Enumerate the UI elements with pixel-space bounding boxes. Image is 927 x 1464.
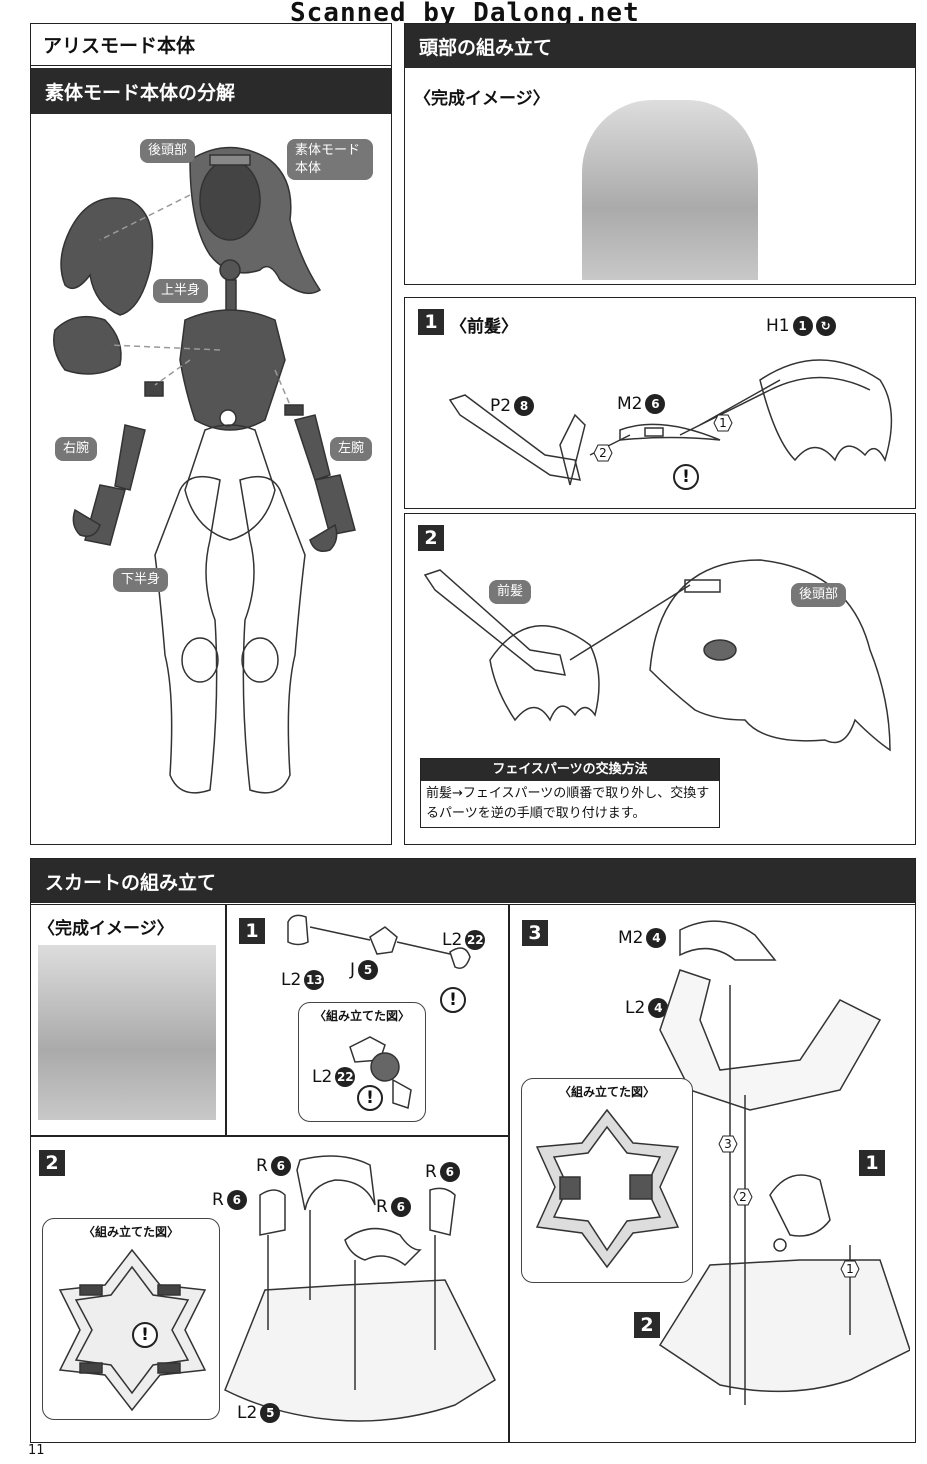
label-front-hair: 前髪 [489,580,532,604]
skirt-step3-inner-step2: 2 [634,1312,660,1338]
part-p2-number: 8 [514,396,535,416]
skirt-step3-star-illustration [535,1108,680,1269]
head-step2-panel [404,513,916,845]
warning-icon: ! [673,464,699,490]
spin-icon: ↻ [815,316,836,336]
skirt-step2-number: 2 [39,1150,65,1176]
skirt-complete-label: 〈完成イメージ〉 [38,919,174,939]
part-l2-22-assembled: L2 22 [312,1067,356,1087]
front-hair-illustration [448,359,893,486]
part-h1-number: 1 [792,316,813,336]
head-step1-order2: 2 [593,444,613,462]
skirt-step2-assembled-label: 〈組み立てた図〉 [82,1225,179,1239]
head-step1-number: 1 [418,309,444,335]
page-number: 11 [28,1443,45,1458]
label-left-arm: 左腕 [330,437,373,461]
head-step1-title: 〈前髪〉 [450,317,518,337]
warning-icon: ! [357,1085,383,1111]
skirt-step3-order2: 2 [733,1188,753,1206]
warning-icon: ! [440,987,466,1013]
face-swap-note-title: フェイスパーツの交換方法 [421,759,719,781]
part-p2-code: P2 [490,396,512,416]
alice-disassembly-title: 素体モード本体の分解 [31,68,391,114]
head-step2-number: 2 [418,525,444,551]
head-complete-image-label: 〈完成イメージ〉 [414,89,550,109]
part-m2: M2 6 [617,394,666,414]
skirt-complete-photo [38,945,216,1120]
skirt-step3-order1: 1 [840,1260,860,1278]
warning-icon: ! [132,1322,158,1348]
skirt-step1-assembled-label: 〈組み立てた図〉 [313,1009,410,1023]
part-l2-13: L2 13 [281,970,325,990]
head-step2-illustration [423,559,891,752]
skirt-step1-assembled-illustration [349,1036,412,1109]
part-l2-22: L2 22 [442,930,486,950]
part-m2-number: 6 [645,394,666,414]
label-right-arm: 右腕 [55,437,98,461]
skirt-step1-parts-illustration [287,914,471,969]
label-body-mode: 素体モード本体 [287,139,373,181]
face-swap-note-body: 前髪→フェイスパーツの順番で取り外し、交換するパーツを逆の手順で取り付けます。 [426,786,710,821]
body-disassembly-illustration [53,146,356,794]
part-m2-code: M2 [617,394,643,414]
label-head-back: 後頭部 [791,583,847,607]
skirt-step3-order3: 3 [718,1135,738,1153]
part-p2: P2 8 [490,396,535,416]
part-h1-code: H1 [766,316,790,336]
skirt-step1-number: 1 [239,918,265,944]
part-j-5: J 5 [350,960,379,980]
label-back-head: 後頭部 [140,139,196,163]
skirt-step3-assembled-label: 〈組み立てた図〉 [558,1085,655,1099]
label-upper-body: 上半身 [153,279,209,303]
head-assembly-title: 頭部の組み立て [405,24,915,68]
head-complete-photo [582,100,758,280]
head-step1-order1: 1 [713,414,733,432]
skirt-step2-illustration [224,1155,496,1422]
skirt-step3-illustration [658,920,910,1405]
skirt-step3-number: 3 [522,920,548,946]
part-h1: H1 1 ↻ [766,316,836,336]
alice-mode-title: アリスモード本体 [31,24,391,66]
skirt-step3-inner-step1: 1 [859,1150,885,1176]
label-lower-body: 下半身 [113,568,169,592]
face-swap-note: フェイスパーツの交換方法 前髪→フェイスパーツの順番で取り外し、交換するパーツを… [420,758,720,828]
skirt-assembly-title: スカートの組み立て [31,859,915,903]
